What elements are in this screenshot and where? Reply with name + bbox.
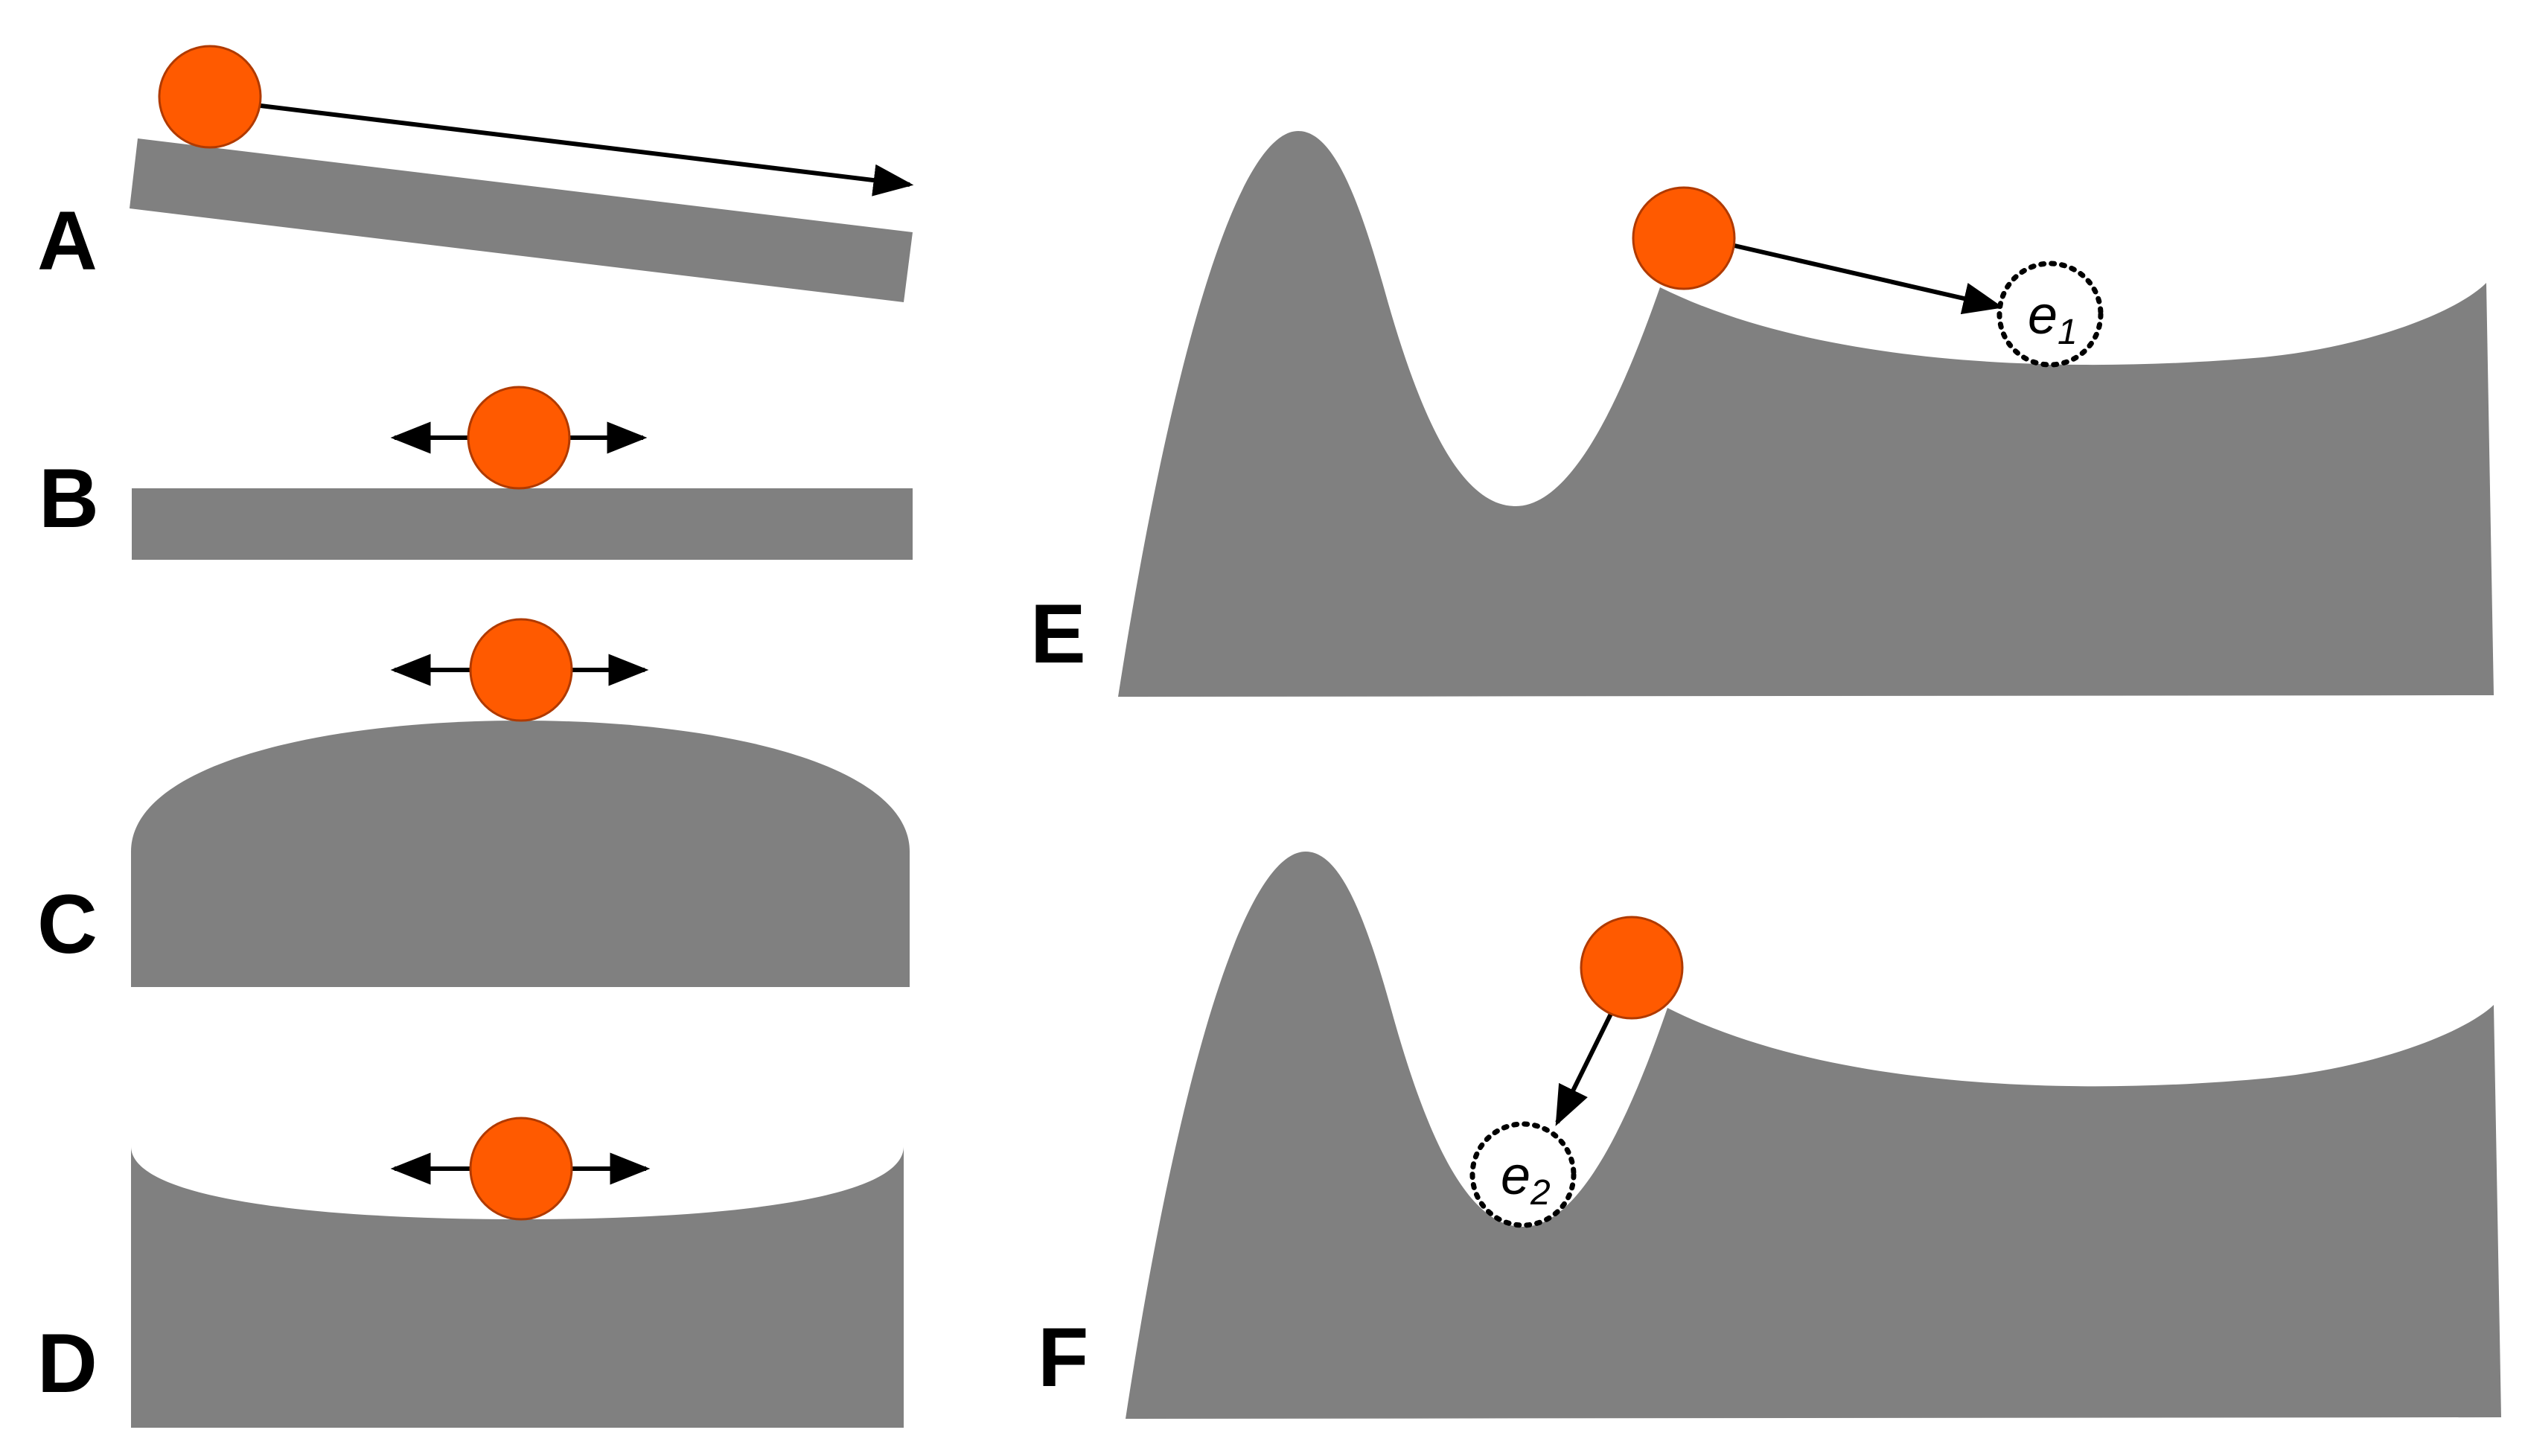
roll-arrow-icon — [1734, 243, 2004, 315]
panel-label-b: B — [39, 452, 99, 545]
double-well-landscape — [1126, 852, 2501, 1419]
panel-f: F e2 — [1038, 852, 2501, 1419]
dotted-circle-icon — [1469, 1121, 1577, 1228]
convex-hill — [131, 721, 910, 987]
panel-e: E e1 — [1030, 131, 2494, 697]
panel-label-e: E — [1030, 587, 1086, 680]
orange-ball-icon — [1580, 916, 1684, 1020]
dotted-circle-icon — [1996, 261, 2104, 368]
flat-plane — [132, 488, 913, 560]
panel-d: D — [37, 1117, 904, 1428]
roll-arrow-icon — [1555, 1012, 1613, 1126]
orange-ball-icon — [469, 618, 573, 722]
orange-ball-icon — [158, 45, 262, 149]
concave-bowl — [131, 1146, 904, 1428]
panel-label-d: D — [37, 1317, 98, 1410]
double-well-landscape — [1118, 131, 2494, 697]
orange-ball-icon — [467, 386, 571, 490]
panel-c: C — [37, 618, 910, 987]
panel-b: B — [39, 386, 913, 560]
panel-label-a: A — [37, 194, 98, 287]
orange-ball-icon — [469, 1117, 573, 1221]
orange-ball-icon — [1632, 186, 1736, 290]
equilibrium-label-e2: e2 — [1501, 1146, 1551, 1213]
panel-a: A — [37, 45, 914, 302]
tilted-plane — [130, 138, 913, 302]
panel-label-f: F — [1038, 1311, 1088, 1404]
equilibrium-label-e1: e1 — [2028, 286, 2078, 352]
roll-arrow-icon — [260, 103, 914, 197]
panel-label-c: C — [37, 878, 98, 971]
